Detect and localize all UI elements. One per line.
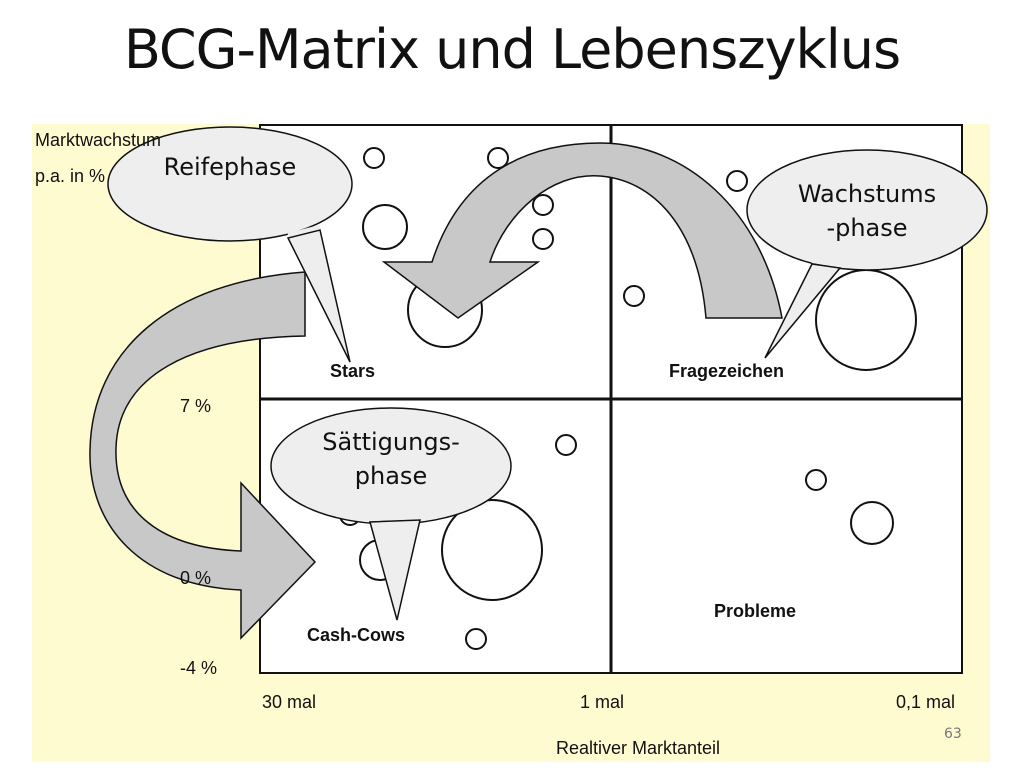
y-tick-7: 7 % xyxy=(180,396,212,416)
page-number: 63 xyxy=(944,726,962,742)
y-tick-0: 0 % xyxy=(180,568,212,588)
speech-bubbles xyxy=(107,126,988,621)
y-axis-label-line1: Marktwachstum xyxy=(35,130,162,150)
portfolio-circle xyxy=(532,194,554,216)
quadrant-fragezeichen: Fragezeichen xyxy=(669,361,785,381)
portfolio-circle xyxy=(487,147,509,169)
maturity-phase-label: Reifephase xyxy=(163,153,297,181)
portfolio-circle xyxy=(815,269,917,371)
portfolio-circle xyxy=(555,434,577,456)
quadrant-probleme: Probleme xyxy=(714,601,797,621)
saturation-phase-label-line1: Sättigungs- xyxy=(322,428,460,456)
x-tick-30: 30 mal xyxy=(262,692,317,712)
x-tick-1: 1 mal xyxy=(580,692,625,712)
portfolio-circle xyxy=(805,469,827,491)
portfolio-circle xyxy=(465,628,487,650)
growth-bubble-tail xyxy=(764,263,842,359)
maturity-bubble-tail xyxy=(286,229,351,363)
y-axis-label-line2: p.a. in % xyxy=(35,166,106,186)
portfolio-circle xyxy=(623,285,645,307)
growth-phase-label-line2: -phase xyxy=(826,214,908,242)
x-axis-label: Realtiver Marktanteil xyxy=(556,738,721,758)
quadrant-cash-cows: Cash-Cows xyxy=(307,625,406,645)
portfolio-circle xyxy=(850,501,894,545)
arrow-stars-to-cashcows xyxy=(89,271,317,640)
portfolio-circle xyxy=(726,170,748,192)
y-tick-minus4: -4 % xyxy=(180,658,218,678)
portfolio-circle xyxy=(362,204,408,250)
saturation-phase-label-line2: phase xyxy=(354,462,428,490)
maturity-bubble xyxy=(107,126,353,242)
portfolio-circle xyxy=(441,499,543,601)
portfolio-circle xyxy=(532,228,554,250)
quadrant-stars: Stars xyxy=(330,361,376,381)
growth-bubble xyxy=(746,149,988,271)
arrow-question-to-stars xyxy=(381,142,783,319)
x-tick-0-1: 0,1 mal xyxy=(896,692,956,712)
portfolio-circle xyxy=(363,147,385,169)
growth-phase-label-line1: Wachstums xyxy=(797,180,937,208)
saturation-bubble-tail xyxy=(369,519,421,621)
slide-title: BCG-Matrix und Lebenszyklus xyxy=(123,18,901,81)
